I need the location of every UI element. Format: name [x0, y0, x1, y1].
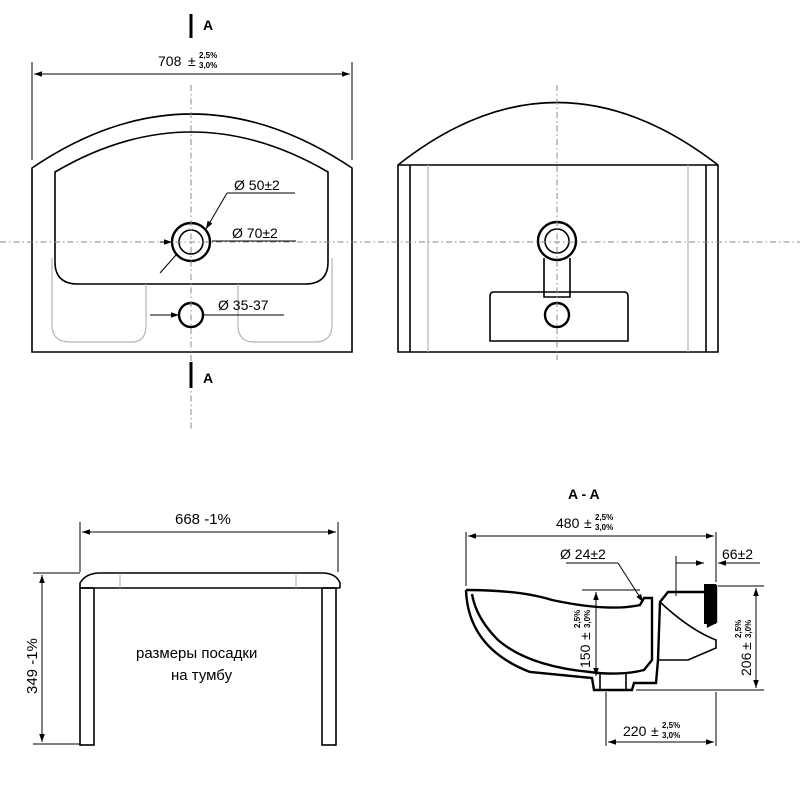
section-base-tol-upper: 2,5% — [662, 721, 680, 730]
cabinet-note-line2: на тумбу — [171, 667, 233, 684]
back-view — [392, 85, 800, 360]
basin-rim-inner — [54, 131, 329, 285]
section-base-tol-sign: ± — [651, 723, 659, 739]
cabinet-left-leg — [79, 587, 95, 746]
section-depth-tol-sign: ± — [577, 632, 593, 640]
section-label-bottom: A — [203, 370, 213, 386]
section-width-tol-sign: ± — [584, 515, 592, 531]
section-offset-label: 66±2 — [722, 546, 753, 562]
section-label-top: A — [203, 17, 213, 33]
section-height-tol-upper: 2,5% — [734, 620, 743, 638]
section-drain-label: Ø 24±2 — [560, 546, 606, 562]
support-recess-left — [51, 258, 147, 343]
cabinet-right-leg — [321, 587, 337, 746]
section-title: A - A — [568, 486, 600, 502]
section-base-label: 220 — [623, 723, 647, 739]
drain-diameter-label: Ø 50±2 — [234, 177, 280, 193]
width-label: 708 — [158, 53, 182, 69]
section-depth-tol-upper: 2,5% — [573, 610, 582, 628]
section-view: A - A 480 ± 2,5% 3,0% Ø 24±2 66±2 150 ± … — [464, 486, 764, 746]
section-width-label: 480 — [556, 515, 580, 531]
section-wall-flange — [704, 584, 716, 624]
tap-hole-label: Ø 35-37 — [218, 297, 269, 313]
cabinet-width-label: 668 -1% — [175, 511, 231, 528]
drain-outer-diameter-label: Ø 70±2 — [232, 225, 278, 241]
section-height-label: 206 — [738, 652, 754, 676]
section-base-tol-lower: 3,0% — [662, 731, 680, 740]
width-tol-upper: 2,5% — [199, 51, 217, 60]
back-drain-outer — [536, 220, 578, 262]
cabinet-height-label: 349 -1% — [24, 638, 41, 694]
section-width-tol-upper: 2,5% — [595, 513, 613, 522]
top-view: 708 ± 2,5% 3,0% Ø 50±2 Ø 70±2 Ø 35-37 A … — [0, 14, 392, 430]
width-tol-lower: 3,0% — [199, 61, 217, 70]
section-height-tol-lower: 3,0% — [744, 620, 753, 638]
section-depth-label: 150 — [577, 644, 593, 668]
support-recess-right — [237, 258, 333, 343]
basin-outline — [31, 113, 353, 353]
back-outline — [397, 101, 719, 353]
section-depth-tol-lower: 3,0% — [583, 610, 592, 628]
cabinet-view: 668 -1% 349 -1% размеры посадки на тумбу — [24, 511, 341, 746]
cabinet-top — [79, 572, 341, 588]
section-inner-bowl — [465, 588, 654, 675]
section-width-tol-lower: 3,0% — [595, 523, 613, 532]
cabinet-note-line1: размеры посадки — [136, 645, 257, 662]
width-tol-sign: ± — [188, 53, 196, 69]
back-cutout — [489, 291, 629, 342]
section-height-tol-sign: ± — [738, 642, 754, 650]
